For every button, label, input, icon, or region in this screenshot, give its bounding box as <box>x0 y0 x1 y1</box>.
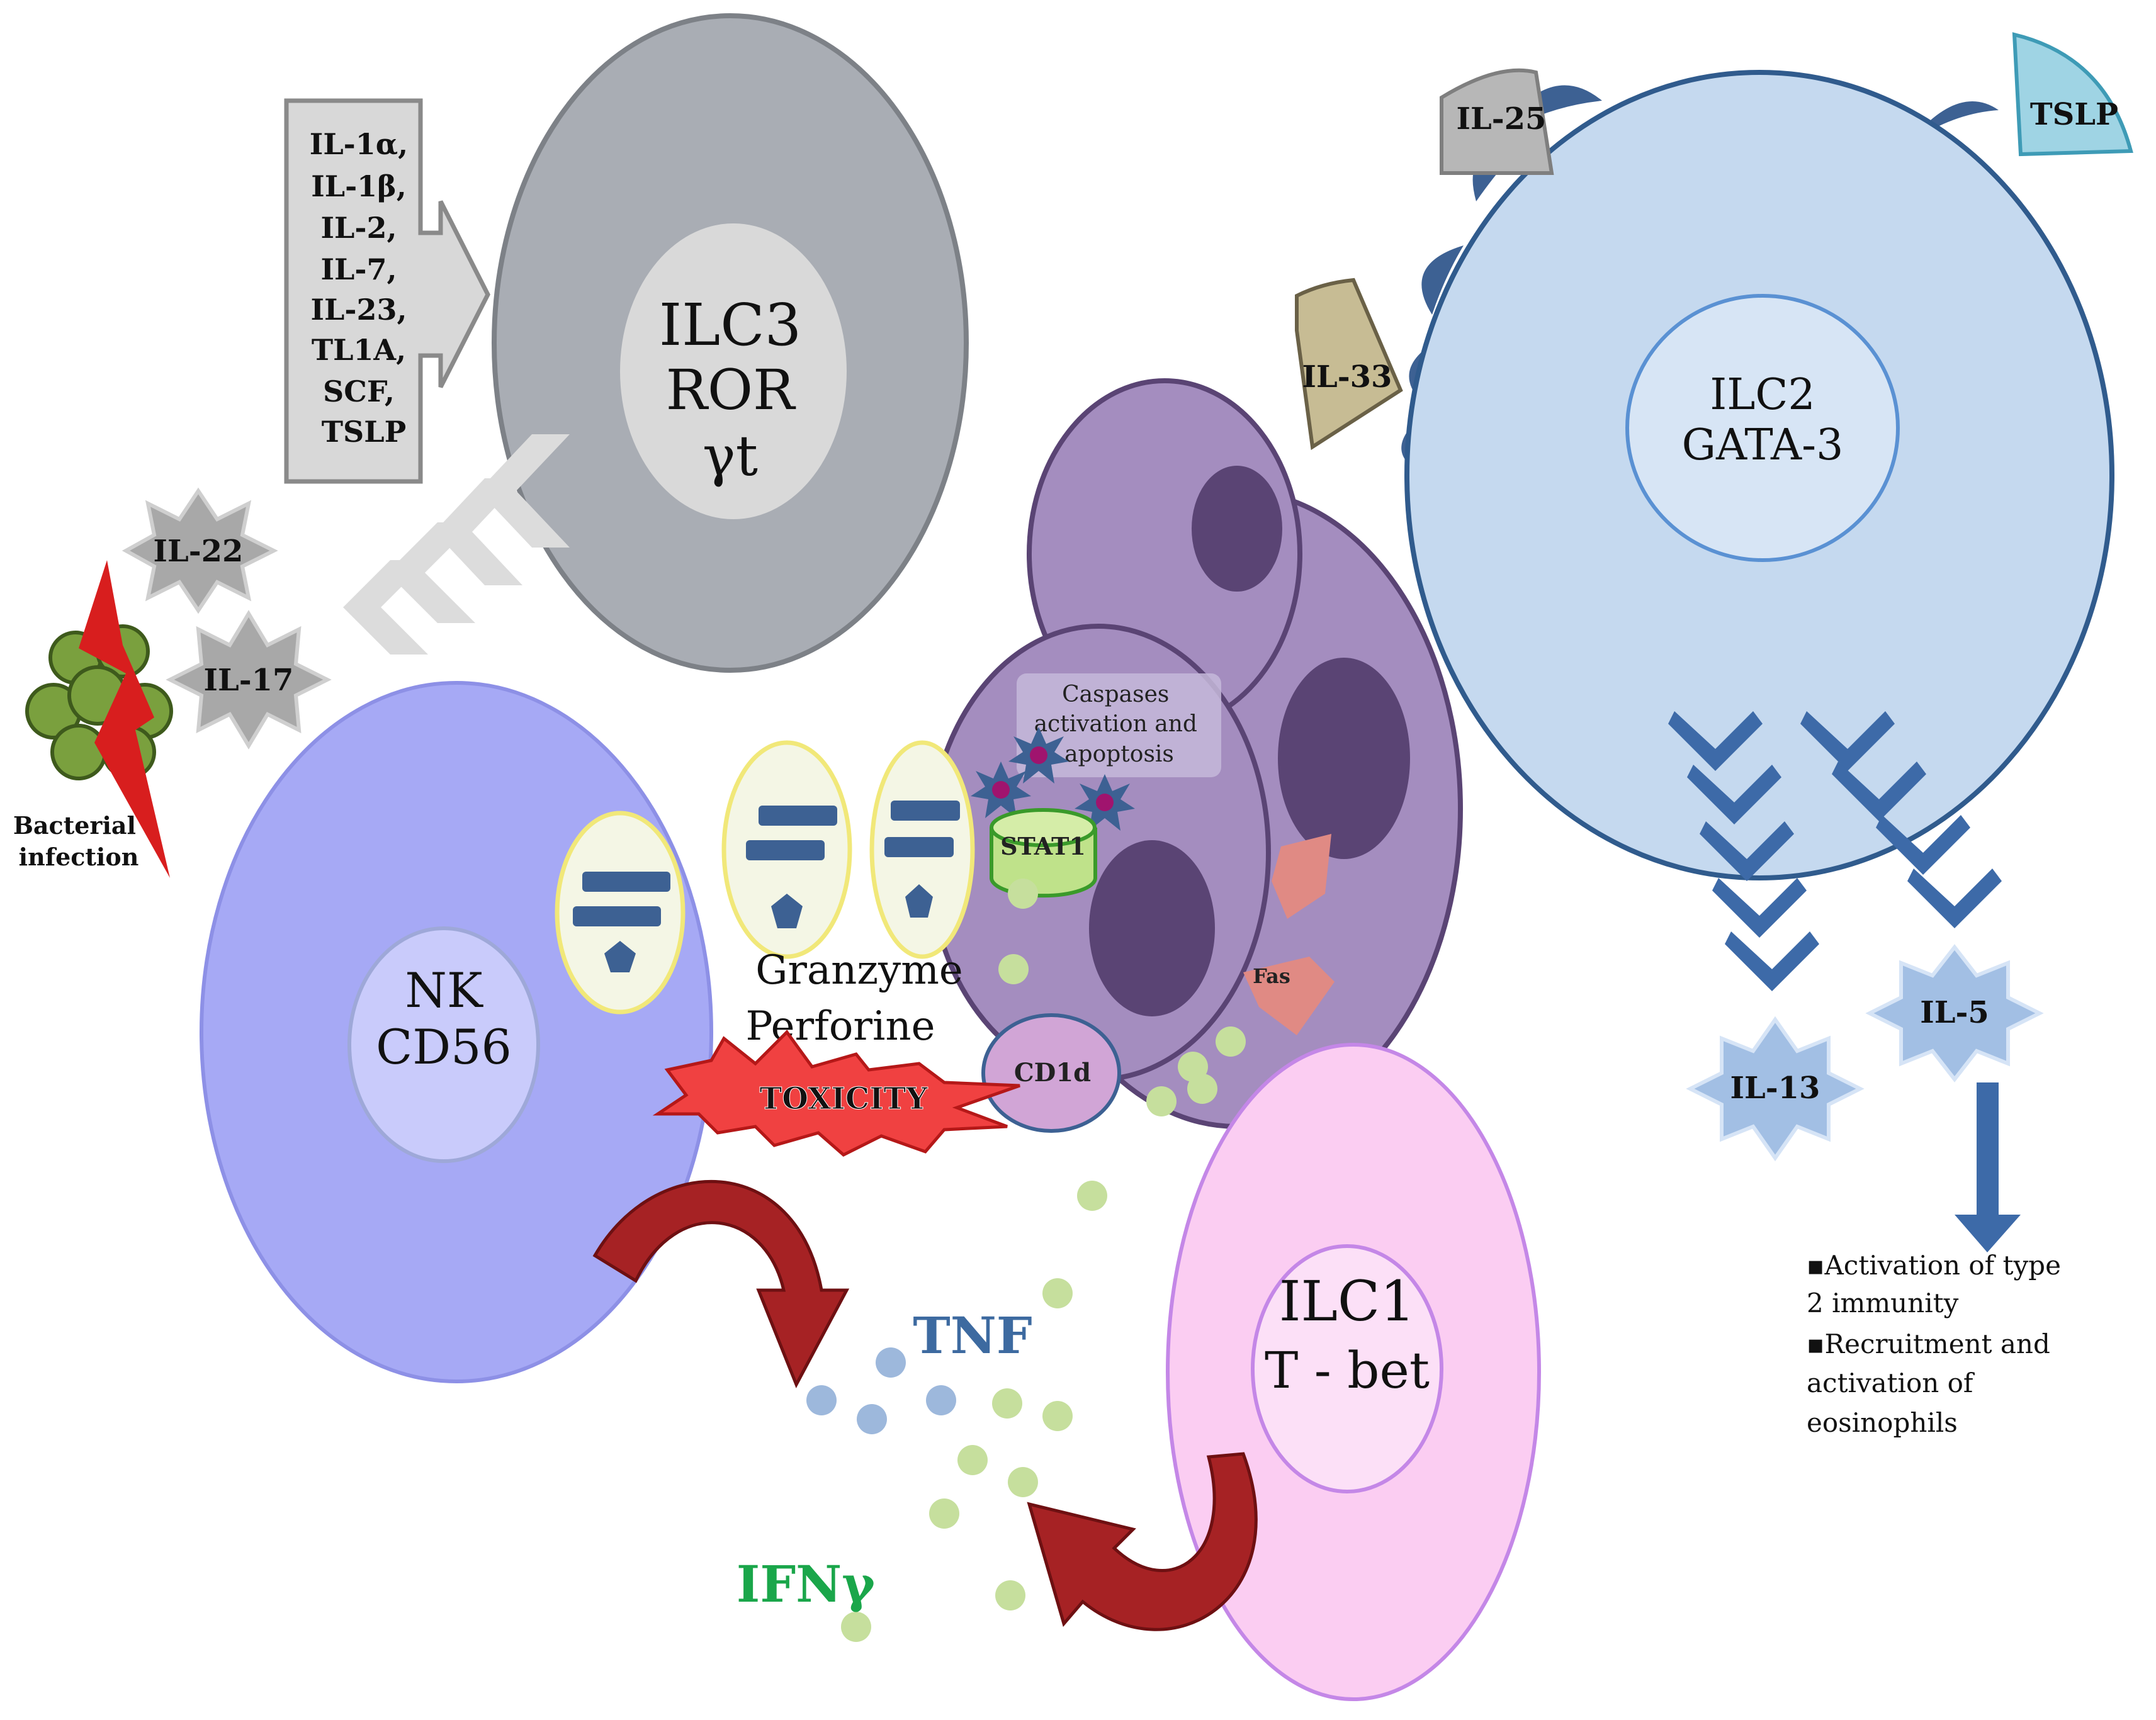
target-cell-cluster <box>926 378 1463 1129</box>
il22-star: IL-22 <box>121 487 278 614</box>
ifng-dots <box>841 879 1246 1642</box>
inducer-5: TL1A, <box>312 333 406 367</box>
inducer-6: SCF, <box>323 374 395 408</box>
ilc2-name: ILC2 <box>1710 370 1815 420</box>
ilc2-chevrons-left <box>1668 711 1819 991</box>
effect-line5: eosinophils <box>1807 1407 1958 1438</box>
granule-vesicle <box>555 811 686 1015</box>
granule-vesicle <box>869 740 975 959</box>
caspase-line1: Caspases <box>1062 682 1169 707</box>
svg-text:Bacterial infection: Bacterial infection <box>13 811 144 871</box>
tnf-label: TNF <box>913 1306 1032 1365</box>
il33-label: IL-33 <box>1302 359 1392 395</box>
inducer-1: IL-1β, <box>311 169 407 203</box>
effect-line4: activation of <box>1807 1368 1975 1398</box>
nk-name: NK <box>405 962 483 1018</box>
lightning-icon <box>79 560 170 878</box>
stat1-label: STAT1 <box>1000 832 1086 860</box>
il25-label: IL-25 <box>1457 101 1547 137</box>
ilc3-output-chevrons <box>343 434 570 655</box>
svg-text:IL-1α, IL-1β, IL-2: IL-1α, IL-1β, IL-2, IL-7, IL-23, TL1A, S… <box>310 127 418 449</box>
nk-marker: CD56 <box>376 1019 512 1075</box>
toxicity-burst: TOXICITY <box>652 1030 1020 1157</box>
caspase-label-box: Caspases activation and apoptosis <box>1017 673 1221 777</box>
down-arrow <box>1955 1082 2021 1252</box>
stat1-receptor: STAT1 <box>990 808 1097 898</box>
ilc1-name: ILC1 <box>1279 1269 1416 1334</box>
nk-secretion-arrow <box>592 1179 850 1388</box>
toxicity-label: TOXICITY <box>759 1081 928 1116</box>
ilc1-secretion-arrow <box>1027 1452 1258 1631</box>
il5-label: IL-5 <box>1920 995 1989 1030</box>
effect-line2: 2 immunity <box>1807 1288 1959 1318</box>
granzyme-label: Granzyme <box>755 947 963 994</box>
ilc2-chevrons-right <box>1800 711 2002 928</box>
ilc2-cell: ILC2 GATA-3 <box>1404 70 2114 880</box>
tslp-ligand: TSLP <box>2012 32 2133 157</box>
granule-vesicle <box>721 740 852 959</box>
bacterial-label-line1: Bacterial <box>13 811 136 840</box>
il13-label: IL-13 <box>1730 1071 1820 1106</box>
ilc3-name: ILC3 <box>659 291 801 359</box>
ilc3-inducer-box: IL-1α, IL-1β, IL-2, IL-7, IL-23, TL1A, S… <box>284 98 490 484</box>
fas-receptor: Fas <box>1243 834 1335 1035</box>
inducer-2: IL-2, <box>321 211 397 245</box>
fas-label: Fas <box>1253 964 1290 988</box>
caspase-star-icons <box>971 727 1135 831</box>
il17-star: IL-17 <box>166 610 332 750</box>
inducer-4: IL-23, <box>311 293 407 327</box>
svg-text:▪Activation of type 2 immu: ▪Activation of type 2 immunity ▪Recruitm… <box>1807 1250 2069 1438</box>
inducer-0: IL-1α, <box>310 127 408 161</box>
il33-ligand: IL-33 <box>1295 278 1403 451</box>
tnf-dots <box>806 1347 956 1434</box>
il22-label: IL-22 <box>154 534 244 569</box>
ilc3-factor-line1: ROR <box>666 357 796 422</box>
cd1d-receptor: CD1d <box>981 1013 1121 1133</box>
il17-label: IL-17 <box>204 663 294 698</box>
il13-star: IL-13 <box>1686 1016 1865 1162</box>
inducer-3: IL-7, <box>321 252 397 286</box>
effect-line1: ▪Activation of type <box>1807 1250 2061 1281</box>
caspase-line3: apoptosis <box>1064 741 1174 767</box>
inducer-7: TSLP <box>322 415 406 449</box>
ifng-label: IFNγ <box>737 1554 876 1614</box>
tslp-label: TSLP <box>2030 97 2118 132</box>
cd1d-label: CD1d <box>1014 1058 1091 1088</box>
svg-text:Caspases activation and: Caspases activation and apoptosis <box>1034 682 1205 767</box>
ilc3-factor-line2: γt <box>703 424 758 488</box>
ilc1-cell: ILC1 T - bet <box>1166 1043 1541 1701</box>
ilc3-cell: ILC3 ROR γt <box>492 13 969 673</box>
effect-line3: ▪Recruitment and <box>1807 1329 2050 1359</box>
ilc2-factor: GATA-3 <box>1682 420 1844 470</box>
ilc1-factor: T - bet <box>1265 1341 1430 1400</box>
il5-star: IL-5 <box>1865 944 2044 1082</box>
caspase-line2: activation and <box>1034 711 1197 737</box>
il25-ligand: IL-25 <box>1440 68 1554 175</box>
bacterial-label-line2: infection <box>19 843 139 871</box>
